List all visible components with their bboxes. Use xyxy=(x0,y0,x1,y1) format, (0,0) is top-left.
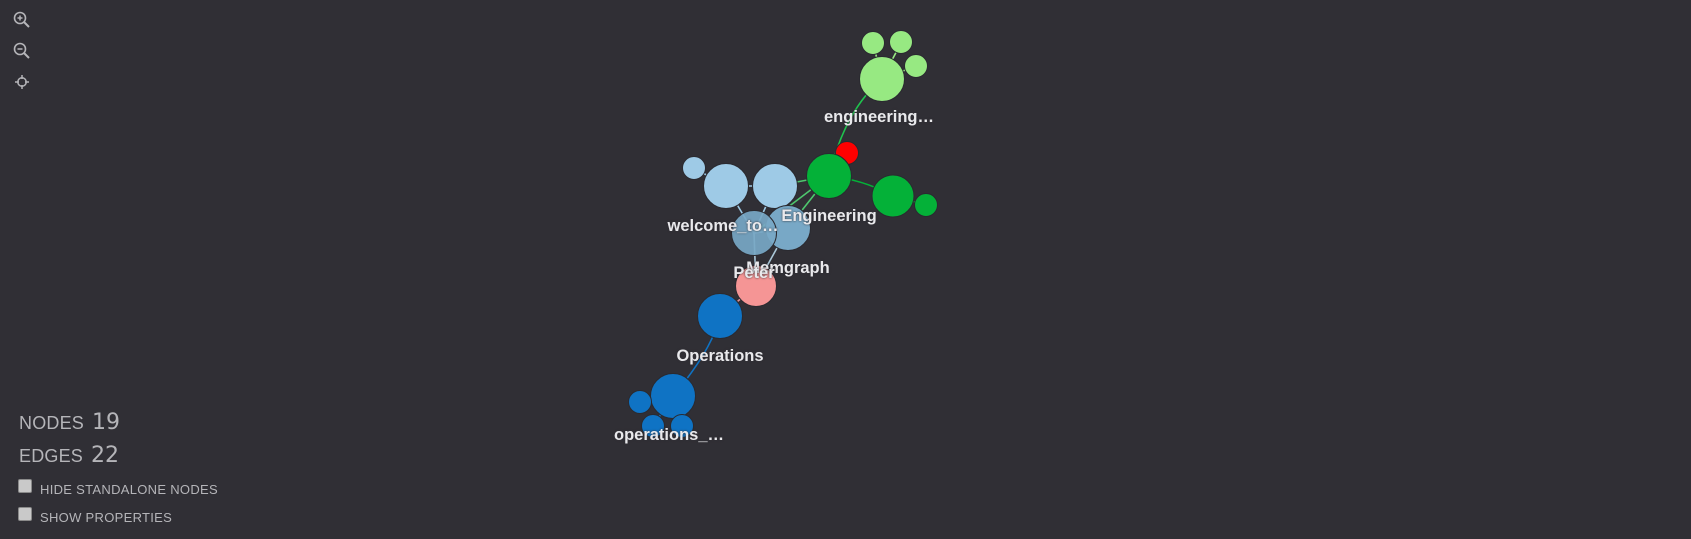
show-properties-label: SHOW PROPERTIES xyxy=(40,510,173,525)
edges-stat: EDGES 22 xyxy=(19,443,120,476)
node-operations-member[interactable] xyxy=(670,414,694,438)
node-label-welcome: welcome_to… xyxy=(667,217,779,235)
graph-nodes[interactable] xyxy=(628,30,938,438)
node-operations[interactable] xyxy=(697,293,743,339)
node-green[interactable] xyxy=(871,174,915,218)
nodes-stat: NODES 19 xyxy=(19,410,120,443)
graph-stats: NODES 19 EDGES 22 xyxy=(19,410,120,476)
edges-label: EDGES xyxy=(19,446,84,466)
node-operations-member[interactable] xyxy=(628,390,652,414)
node-label-operations-channel: operations_… xyxy=(613,426,725,444)
node-engineering[interactable] xyxy=(806,153,852,199)
nodes-count: 19 xyxy=(92,410,121,435)
node-engineering-member[interactable] xyxy=(904,54,928,78)
edges-count: 22 xyxy=(91,443,120,468)
node-pink[interactable] xyxy=(735,265,777,307)
node-welcome-2[interactable] xyxy=(752,163,798,209)
node-operations-member[interactable] xyxy=(641,414,665,438)
hide-standalone-option[interactable]: HIDE STANDALONE NODES xyxy=(18,478,218,497)
zoom-out-icon xyxy=(13,42,30,59)
node-label-engineering-channel: engineering… xyxy=(823,108,935,126)
hide-standalone-checkbox[interactable] xyxy=(18,478,32,493)
node-green-small[interactable] xyxy=(914,193,938,217)
zoom-in-icon xyxy=(13,11,30,28)
graph-toolbar xyxy=(12,10,32,103)
nodes-label: NODES xyxy=(19,413,85,433)
zoom-in-button[interactable] xyxy=(12,10,32,30)
node-peter[interactable] xyxy=(731,210,777,256)
node-label-operations: Operations xyxy=(676,347,764,365)
zoom-out-button[interactable] xyxy=(12,41,32,61)
center-graph-button[interactable] xyxy=(12,72,32,92)
show-properties-checkbox[interactable] xyxy=(18,506,32,521)
node-welcome-member[interactable] xyxy=(682,156,706,180)
node-welcome[interactable] xyxy=(703,163,749,209)
show-properties-option[interactable]: SHOW PROPERTIES xyxy=(18,506,173,525)
hide-standalone-label: HIDE STANDALONE NODES xyxy=(40,482,218,497)
node-label-peter: Peter xyxy=(733,264,775,282)
node-engineering-member[interactable] xyxy=(889,30,913,54)
node-label-engineering: Engineering xyxy=(781,207,877,225)
node-label-memgraph: Memgraph xyxy=(746,259,830,277)
node-operations-channel[interactable] xyxy=(650,373,696,419)
node-engineering-member[interactable] xyxy=(861,31,885,55)
node-engineering-channel[interactable] xyxy=(859,56,905,102)
crosshair-icon xyxy=(15,75,29,89)
